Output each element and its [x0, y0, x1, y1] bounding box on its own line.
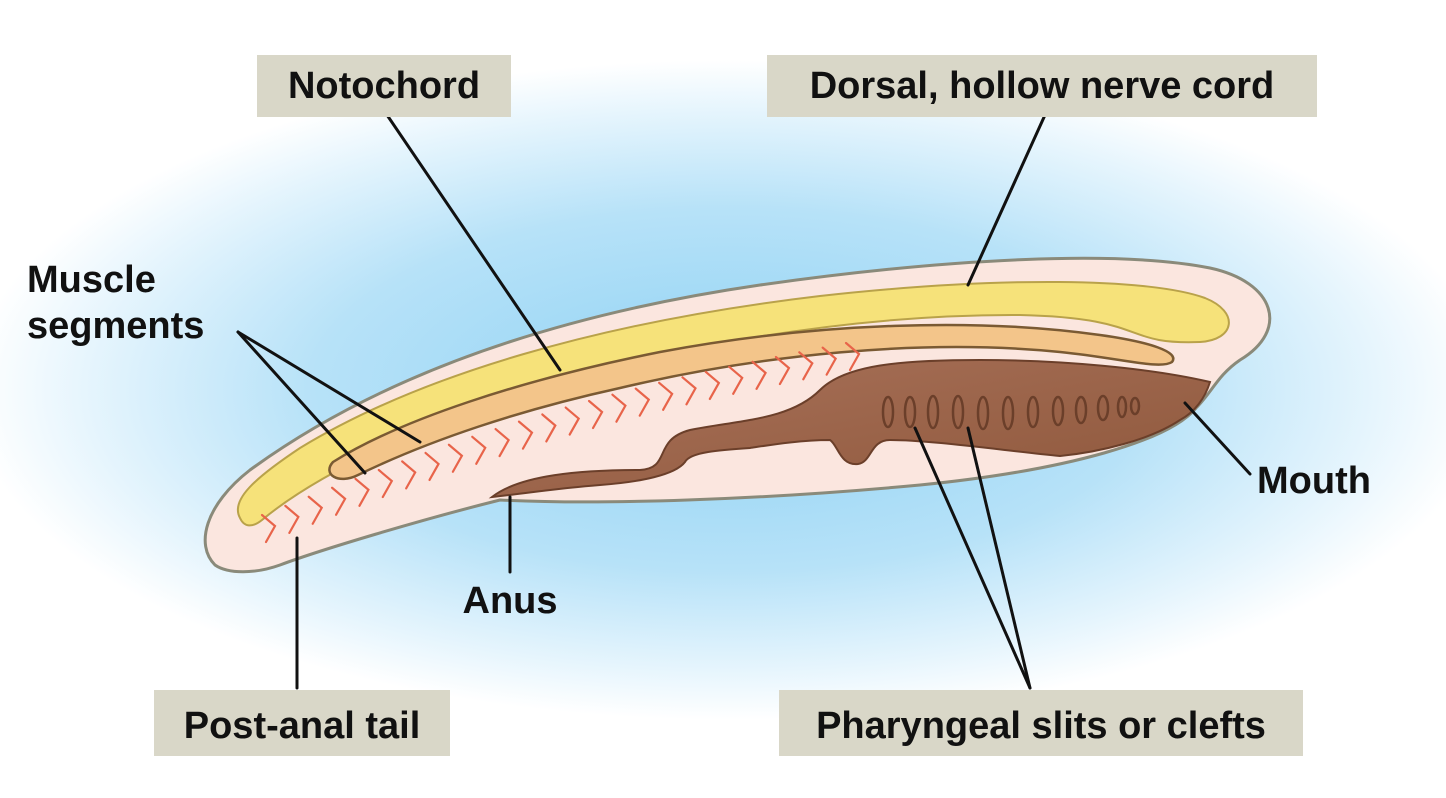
- pharyngeal-label: Pharyngeal slits or clefts: [816, 705, 1266, 747]
- muscle-segment-chevron: [751, 360, 767, 390]
- pharyngeal-leader: [966, 426, 1032, 690]
- anus-label: Anus: [463, 580, 558, 622]
- muscle-label-line2: segments: [27, 305, 204, 347]
- notochord-structure: [328, 323, 1175, 481]
- pharyngeal-slit: [1051, 395, 1065, 427]
- tail-label: Post-anal tail: [184, 705, 421, 747]
- muscle-segment-chevron: [587, 399, 604, 430]
- muscle-segment-chevron: [728, 365, 744, 395]
- muscle-segment-chevron: [844, 341, 861, 372]
- muscle-segment-chevron: [284, 504, 300, 534]
- notochord-label: Notochord: [288, 65, 480, 107]
- muscle-segment-chevron: [611, 393, 627, 423]
- muscle-label-line1: Muscle: [27, 259, 156, 301]
- muscle-segment-chevron: [307, 495, 324, 525]
- muscle-segment-chevron: [354, 477, 370, 507]
- pharyngeal-slit: [976, 395, 990, 431]
- pharyngeal-leader: [913, 426, 1032, 690]
- pharyngeal-slit: [903, 395, 917, 429]
- muscle-segment-chevron: [681, 376, 697, 406]
- muscle-segment-chevron: [704, 370, 721, 401]
- mouth-leader: [1183, 401, 1252, 476]
- muscle-segment-chevron: [774, 355, 791, 386]
- pharyngeal-slit: [951, 394, 965, 430]
- pharyngeal-slit: [1001, 395, 1015, 431]
- muscle-segment-chevron: [658, 381, 674, 411]
- pharyngeal-slit: [881, 395, 895, 429]
- pharyngeal-slit: [926, 394, 940, 430]
- nerve-cord-leader: [966, 113, 1047, 287]
- muscle-segment-chevron: [634, 387, 651, 417]
- pharynx-gut: [488, 358, 1212, 499]
- pharyngeal-slit: [1116, 395, 1128, 419]
- muscle-segment-chevron: [821, 346, 838, 376]
- pharyngeal-label-box: [779, 690, 1303, 756]
- tail-label-box: [154, 690, 450, 756]
- nerve-cord-label-box: [767, 55, 1317, 117]
- muscle-segment-chevron: [798, 351, 814, 381]
- muscle-segment-chevron: [541, 413, 557, 443]
- pharyngeal-slit: [1026, 395, 1040, 429]
- notochord-leader: [383, 110, 562, 372]
- muscle-segment-chevron: [447, 443, 464, 473]
- muscle-segment-chevron: [424, 451, 440, 482]
- pharyngeal-slits: [881, 394, 1141, 431]
- nerve-cord-label: Dorsal, hollow nerve cord: [810, 65, 1275, 107]
- muscle-segment-chevron: [564, 406, 581, 436]
- notochord-label-box: [257, 55, 511, 117]
- muscle-segment-chevron: [330, 486, 347, 516]
- pharyngeal-slit: [1096, 394, 1110, 422]
- muscle-leader: [236, 330, 367, 475]
- muscle-segment-chevron: [517, 420, 534, 450]
- mouth-label: Mouth: [1257, 460, 1371, 502]
- muscle-segments-group: [260, 341, 861, 544]
- muscle-segment-chevron: [494, 427, 511, 458]
- pharyngeal-slit: [1129, 396, 1141, 416]
- muscle-leader: [236, 330, 422, 444]
- muscle-segment-chevron: [377, 468, 394, 499]
- muscle-segment-chevron: [401, 460, 417, 490]
- muscle-segment-chevron: [471, 435, 487, 465]
- pharyngeal-slit: [1074, 395, 1088, 425]
- muscle-segment-chevron: [260, 513, 277, 544]
